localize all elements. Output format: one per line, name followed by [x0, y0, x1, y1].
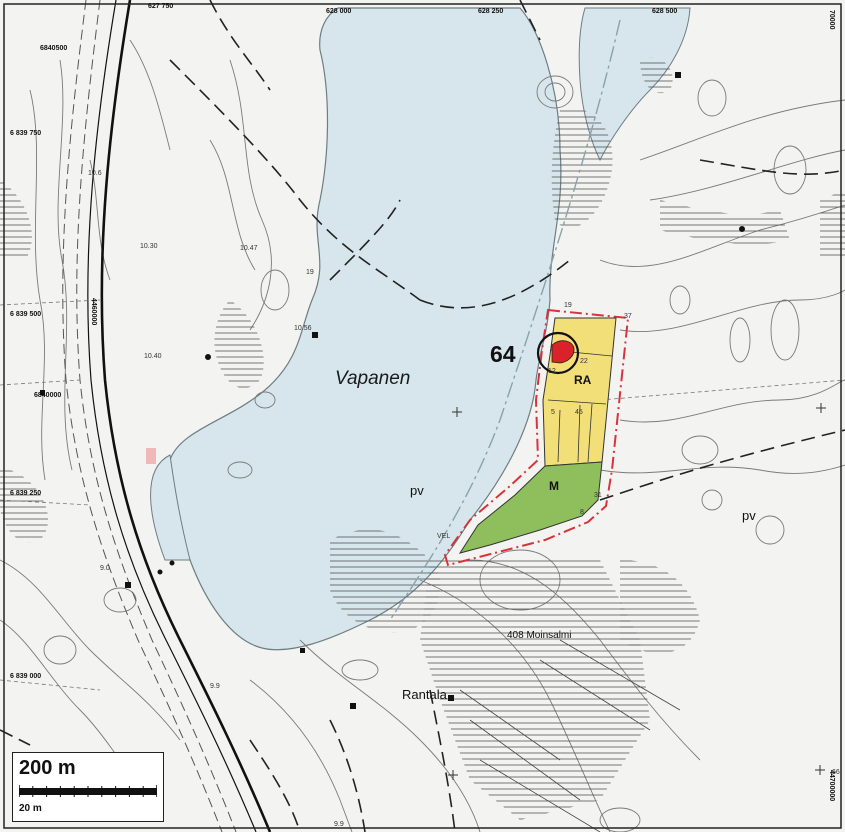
spot-label: 45 — [575, 409, 583, 416]
grid-left-2: 6 839 750 — [10, 130, 41, 137]
road-main — [62, 0, 237, 832]
grid-left-4: 6840000 — [34, 392, 61, 399]
zone-m-area — [458, 461, 603, 554]
spot-label: 12 — [548, 368, 556, 375]
place-rantala: Rantala — [402, 687, 448, 702]
boundary-dashdot — [389, 19, 621, 621]
zone-ra-label: RA — [574, 373, 592, 387]
spot-label: VEL — [437, 533, 450, 540]
spot-label: 19 — [306, 269, 314, 276]
building-site-circle — [536, 331, 580, 375]
grid-left-6: 6 839 000 — [10, 673, 41, 680]
grid-top-2: 628 000 — [326, 8, 351, 15]
place-moinsalmi: 408 Moinsalmi — [507, 630, 571, 641]
spot-label: 10.40 — [144, 353, 162, 360]
scale-bar — [19, 785, 157, 797]
spot-label: 10.47 — [240, 245, 258, 252]
pv-label-left: pv — [410, 483, 424, 498]
building-symbols — [40, 72, 745, 709]
spot-label: 10.56 — [294, 325, 312, 332]
spot-label: 37 — [624, 313, 632, 320]
scale-legend: 200 m 20 m — [12, 752, 164, 822]
scale-big-label: 200 m — [19, 757, 76, 779]
grid-right-bottom: 44700000 — [828, 770, 835, 801]
map-frame — [3, 3, 842, 829]
spot-label: 19 — [564, 302, 572, 309]
red-highlight — [146, 448, 156, 464]
grid-right-edge: 66 — [832, 769, 840, 776]
scale-small-label: 20 m — [19, 803, 42, 814]
lake-cove — [150, 454, 191, 561]
building-site — [551, 340, 575, 364]
grid-left-5: 6 839 250 — [10, 490, 41, 497]
railway — [87, 0, 272, 832]
planning-boundary — [443, 308, 630, 567]
spot-label: 9.9 — [210, 683, 220, 690]
pv-label-right: pv — [742, 508, 756, 523]
grid-crosses — [448, 403, 826, 780]
spot-label: 10.6 — [88, 170, 102, 177]
lake-name: Vapanen — [335, 368, 410, 389]
grid-top-1: 627 750 — [148, 3, 173, 10]
wetland-areas — [0, 57, 845, 820]
spot-label: 9.0 — [100, 565, 110, 572]
spot-label: 31 — [594, 492, 602, 499]
grid-top-3: 628 250 — [478, 8, 503, 15]
grid-left-3: 6 839 500 — [10, 311, 41, 318]
wetland-stripes — [459, 639, 681, 832]
spot-label: 22 — [580, 358, 588, 365]
spot-label: 10.30 — [140, 243, 158, 250]
parcel-number: 64 — [490, 341, 516, 367]
property-lines — [0, 299, 845, 691]
road-label: 4460000 — [90, 298, 97, 325]
spot-label: 8 — [580, 509, 584, 516]
grid-right-top: 70000 — [828, 10, 835, 30]
grid-top-4: 628 500 — [652, 8, 677, 15]
zone-m-label: M — [549, 479, 559, 493]
spot-label: 9.9 — [334, 821, 344, 828]
grid-left-1: 6840500 — [40, 45, 67, 52]
spot-labels: 10.6 10.30 10.47 10.40 10.56 9.0 9.9 9.9… — [88, 170, 632, 828]
lake-vapanen — [166, 7, 562, 651]
spot-label: 5 — [551, 409, 555, 416]
